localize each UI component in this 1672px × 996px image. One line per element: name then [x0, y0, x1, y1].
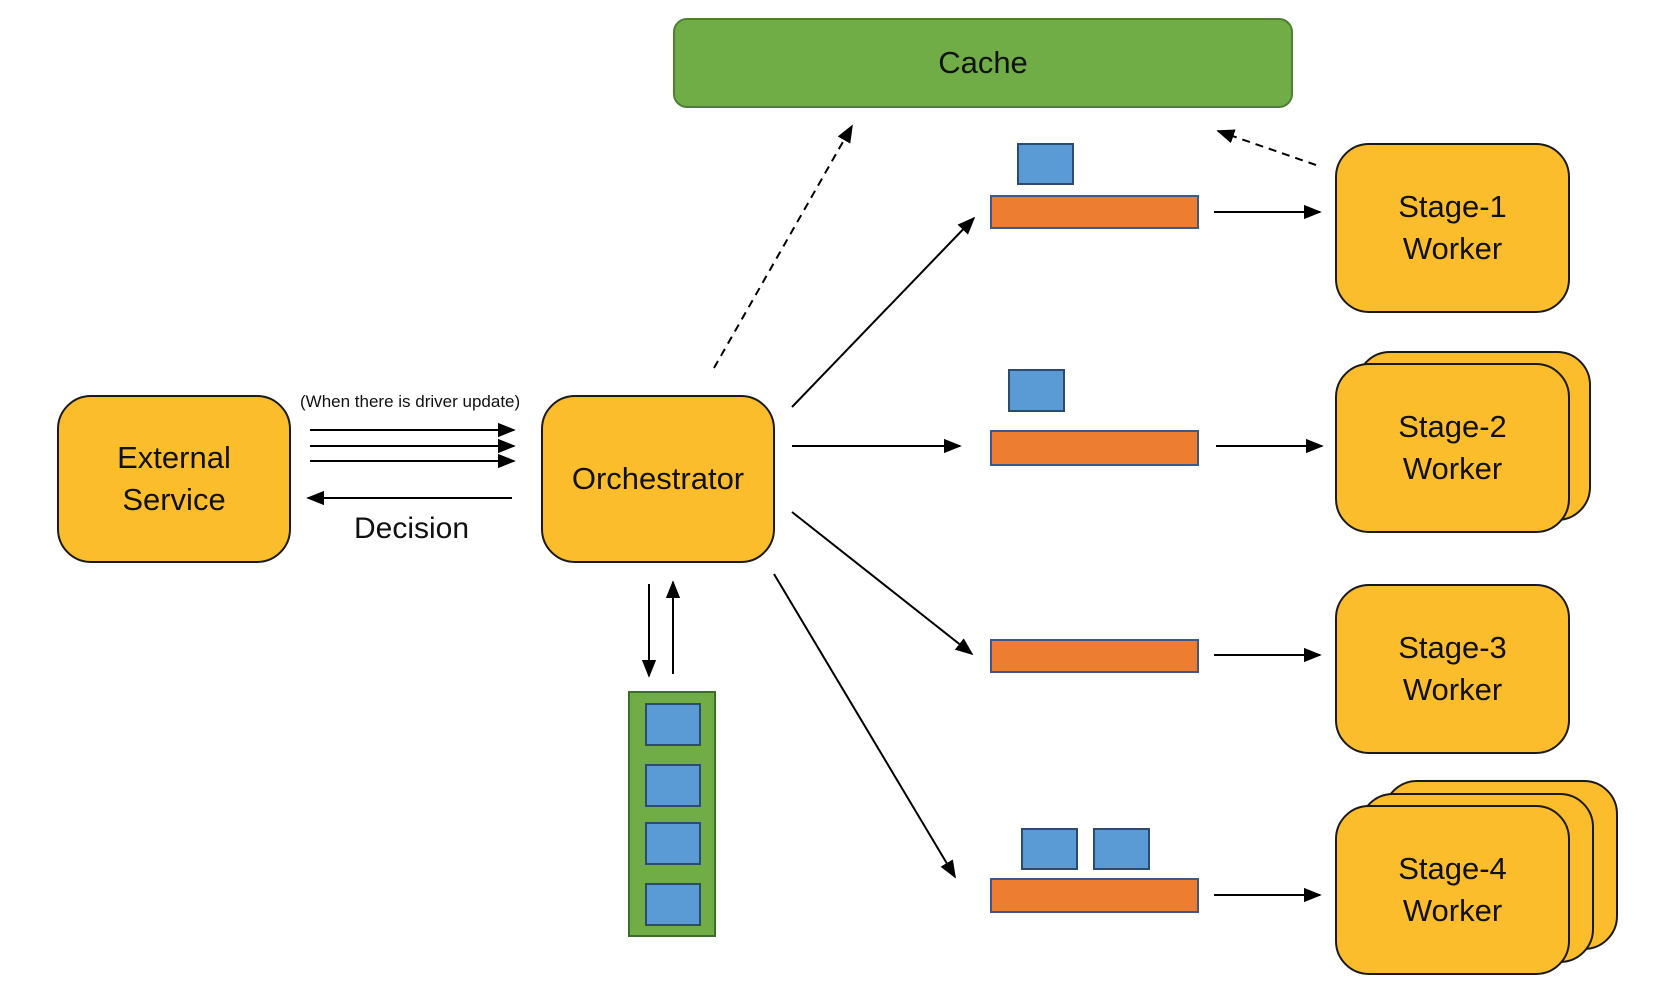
- store-item: [645, 822, 701, 865]
- stage-1-worker-label-line1: Stage-1: [1398, 189, 1507, 224]
- stage-2-queue-item: [1008, 369, 1065, 412]
- worker-to-cache-arrow: [1216, 129, 1317, 166]
- orchestrator-to-cache-arrow: [713, 124, 853, 369]
- cache-node: Cache: [673, 18, 1293, 108]
- external-service-label-line1: External: [117, 440, 231, 475]
- stage-4-queue-item: [1021, 828, 1078, 870]
- stage-3-queue: [990, 639, 1199, 673]
- orchestrator-to-queue-1-arrow: [791, 216, 976, 408]
- cache-label: Cache: [938, 45, 1028, 80]
- stage-4-worker-label-line2: Worker: [1402, 893, 1503, 928]
- stage-1-worker-label-line2: Worker: [1402, 231, 1503, 266]
- stage-4-queue-item: [1093, 828, 1150, 870]
- store-item: [645, 883, 701, 926]
- stage-4-worker-node: Stage-4 Worker: [1335, 805, 1570, 975]
- stage-1-worker-node: Stage-1 Worker: [1335, 143, 1570, 313]
- stage-2-worker-label-line2: Worker: [1402, 451, 1503, 486]
- external-service-node: External Service: [57, 395, 291, 563]
- stage-4-worker-label-line1: Stage-4: [1398, 851, 1507, 886]
- orchestrator-node: Orchestrator: [541, 395, 775, 563]
- driver-update-note: (When there is driver update): [300, 392, 521, 411]
- orchestrator-label: Orchestrator: [571, 461, 745, 496]
- stage-1-queue: [990, 195, 1199, 229]
- stage-3-worker-label-line2: Worker: [1402, 672, 1503, 707]
- store-item: [645, 703, 701, 746]
- orchestrator-to-queue-3-arrow: [791, 511, 974, 656]
- stage-1-queue-item: [1017, 143, 1074, 185]
- orchestrator-to-queue-4-arrow: [773, 573, 956, 879]
- store-item: [645, 764, 701, 807]
- stage-2-queue: [990, 430, 1199, 466]
- external-service-label-line2: Service: [122, 482, 226, 517]
- decision-label: Decision: [354, 512, 470, 545]
- stage-2-worker-label-line1: Stage-2: [1398, 409, 1507, 444]
- stage-3-worker-label-line1: Stage-3: [1398, 630, 1507, 665]
- stage-3-worker-node: Stage-3 Worker: [1335, 584, 1570, 754]
- stage-4-queue: [990, 878, 1199, 913]
- stage-2-worker-node: Stage-2 Worker: [1335, 363, 1570, 533]
